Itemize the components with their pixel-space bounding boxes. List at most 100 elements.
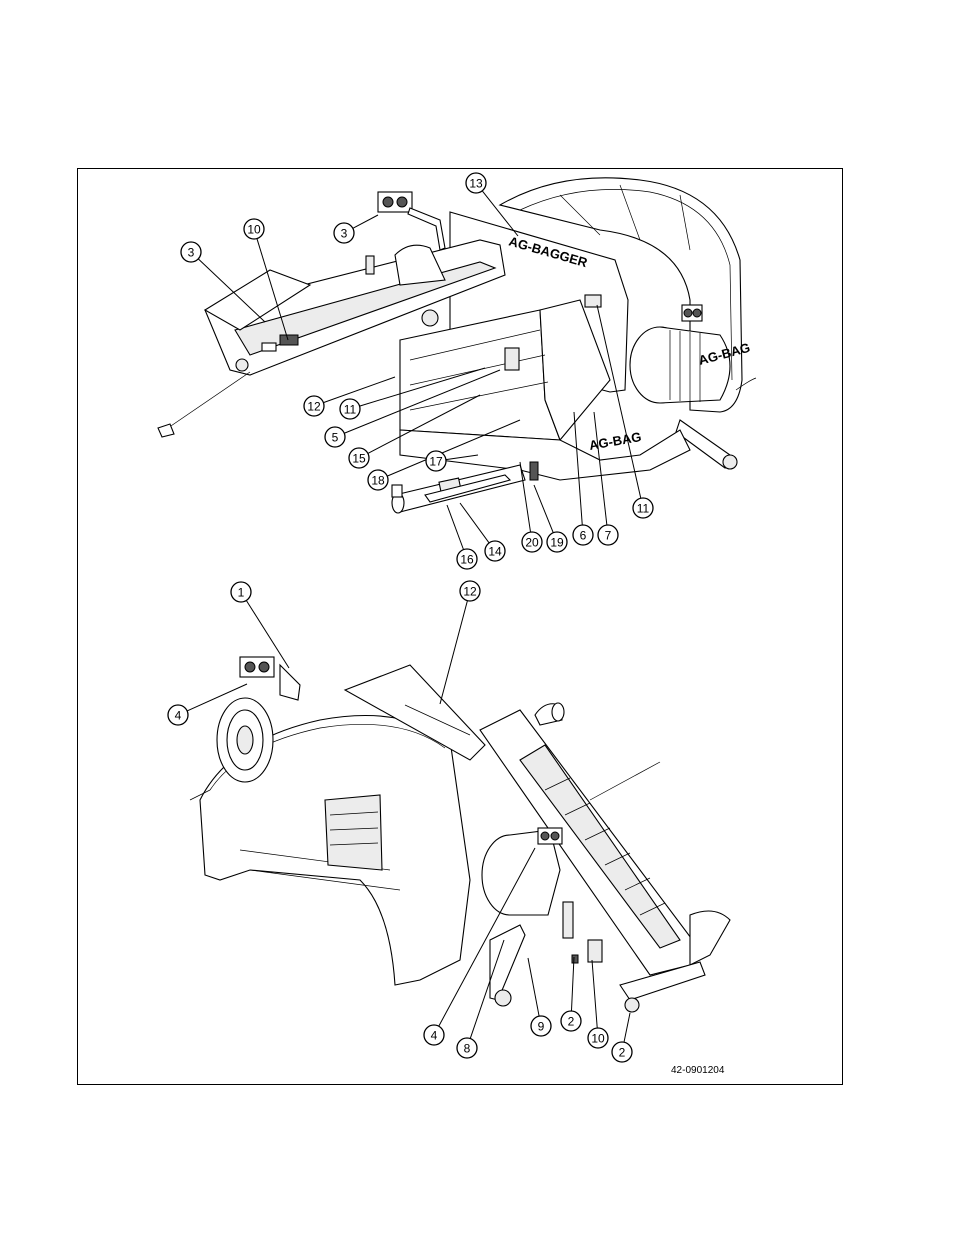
- leader-line-c12b: [439, 600, 468, 705]
- callout-circle: [632, 497, 654, 519]
- leader-line-c14: [459, 502, 490, 544]
- leader-line-c9: [527, 957, 540, 1017]
- leader-line-c13: [481, 190, 519, 237]
- callout-circle: [456, 548, 478, 570]
- leader-line-c17: [445, 454, 479, 461]
- leader-line-c20: [519, 461, 532, 533]
- callout-circle: [465, 172, 487, 194]
- figure-frame: [77, 168, 843, 1085]
- callout-number: 17: [429, 455, 443, 469]
- callout-number: 15: [352, 452, 366, 466]
- callout-c4a: 4: [167, 704, 189, 726]
- callout-c17: 17: [425, 450, 447, 472]
- leader-line-c18: [387, 419, 521, 477]
- callout-c12a: 12: [303, 395, 325, 417]
- callout-number: 4: [175, 709, 182, 723]
- leader-line-c2b: [623, 1012, 631, 1043]
- callout-circle: [324, 426, 346, 448]
- callout-c1: 1: [230, 581, 252, 603]
- leader-line-c3b: [197, 258, 266, 323]
- leader-line-c6: [573, 411, 583, 526]
- callout-circle: [423, 1024, 445, 1046]
- callout-circle: [348, 447, 370, 469]
- leader-line-c1: [245, 600, 290, 669]
- callout-number: 10: [247, 223, 261, 237]
- callout-c12b: 12: [459, 580, 481, 602]
- callout-circle: [521, 531, 543, 553]
- callout-c7: 7: [597, 524, 619, 546]
- callout-number: 11: [637, 502, 650, 516]
- callout-circle: [367, 469, 389, 491]
- callout-circle: [611, 1041, 633, 1063]
- callout-circle: [333, 222, 355, 244]
- callout-c11a: 11: [339, 398, 361, 420]
- callout-c2a: 2: [560, 1010, 582, 1032]
- callout-circle: [560, 1010, 582, 1032]
- callout-number: 11: [344, 403, 357, 417]
- callout-circle: [456, 1037, 478, 1059]
- callout-circle: [587, 1027, 609, 1049]
- callout-number: 14: [488, 545, 502, 559]
- callout-circle: [180, 241, 202, 263]
- callout-circle: [597, 524, 619, 546]
- callout-number: 12: [307, 400, 321, 414]
- leader-line-c15: [367, 394, 481, 454]
- callout-circle: [339, 398, 361, 420]
- callout-number: 13: [469, 177, 483, 191]
- leader-line-c16: [446, 504, 464, 550]
- callout-number: 9: [538, 1020, 545, 1034]
- callout-number: 18: [371, 474, 385, 488]
- bottom-machine-view: [189, 656, 731, 1013]
- callout-circle: [230, 581, 252, 603]
- leader-line-c10b: [591, 959, 598, 1029]
- leader-line-c8: [469, 939, 505, 1039]
- leader-line-c12a: [323, 376, 396, 404]
- top-machine-view: AG-BAGGER AG-BAG AG-BAG: [157, 177, 757, 514]
- leader-line-c19: [533, 484, 554, 533]
- callout-number: 1: [238, 586, 245, 600]
- leader-line-c3a: [352, 214, 379, 229]
- callout-c15: 15: [348, 447, 370, 469]
- callout-number: 2: [619, 1046, 626, 1060]
- callout-number: 19: [550, 536, 564, 550]
- callout-number: 3: [341, 227, 348, 241]
- callout-c16: 16: [456, 548, 478, 570]
- callout-c6: 6: [572, 524, 594, 546]
- leader-line-c5: [344, 369, 501, 434]
- leader-line-c11b: [596, 304, 642, 499]
- callout-circle: [546, 531, 568, 553]
- callout-c3b: 3: [180, 241, 202, 263]
- callout-number: 6: [580, 529, 587, 543]
- callout-c13: 13: [465, 172, 487, 194]
- callout-circle: [243, 218, 265, 240]
- callout-number: 10: [591, 1032, 605, 1046]
- callout-c8: 8: [456, 1037, 478, 1059]
- callout-c5: 5: [324, 426, 346, 448]
- callout-c10b: 10: [587, 1027, 609, 1049]
- callout-number: 8: [464, 1042, 471, 1056]
- leader-line-c7: [593, 411, 608, 526]
- callout-circle: [167, 704, 189, 726]
- callout-c9: 9: [530, 1015, 552, 1037]
- callout-circle: [572, 524, 594, 546]
- callout-circle: [425, 450, 447, 472]
- leader-line-c4a: [186, 683, 248, 712]
- leader-line-c10a: [256, 238, 289, 341]
- callout-number: 7: [605, 529, 612, 543]
- callout-circle: [530, 1015, 552, 1037]
- callout-c11b: 11: [632, 497, 654, 519]
- callout-number: 12: [463, 585, 477, 599]
- callout-number: 2: [568, 1015, 575, 1029]
- callout-c2b: 2: [611, 1041, 633, 1063]
- callout-c20: 20: [521, 531, 543, 553]
- callout-circle: [459, 580, 481, 602]
- callout-circle: [484, 540, 506, 562]
- callout-c10a: 10: [243, 218, 265, 240]
- callout-c18: 18: [367, 469, 389, 491]
- callout-c19: 19: [546, 531, 568, 553]
- callout-number: 20: [525, 536, 539, 550]
- figure-code: 42-0901204: [671, 1065, 725, 1076]
- callout-number: 16: [460, 553, 474, 567]
